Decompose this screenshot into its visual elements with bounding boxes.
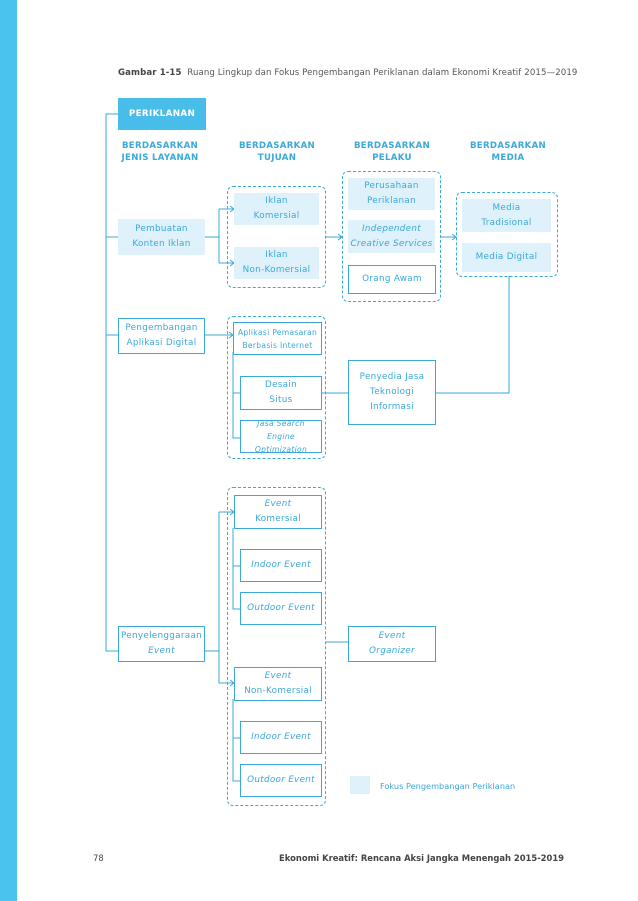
node-line: Komersial <box>253 211 300 221</box>
node-perusahaan-periklanan: Perusahaan Periklanan <box>348 178 435 210</box>
node-line: Outdoor Event <box>247 603 315 613</box>
node-line: Non-Komersial <box>244 686 312 696</box>
node-iklan-komersial: Iklan Komersial <box>234 193 319 225</box>
node-line: Media Digital <box>475 252 538 262</box>
legend-swatch <box>350 776 370 794</box>
node-line: Komersial <box>255 514 301 524</box>
header-line: BERDASARKAN <box>121 141 199 151</box>
root-periklanan: PERIKLANAN <box>118 98 206 130</box>
node-indoor-event-komersial: Indoor Event <box>240 549 322 582</box>
node-penyedia-jasa-ti: Penyedia Jasa Teknologi Informasi <box>348 360 436 425</box>
node-line: Aplikasi Pemasaran <box>237 327 318 337</box>
figure-label: Gambar 1-15 <box>118 68 182 78</box>
header-line: BERDASARKAN <box>238 141 316 151</box>
header-media: BERDASARKAN MEDIA <box>458 140 558 164</box>
node-independent-creative-services: Independent Creative Services <box>348 220 435 253</box>
node-line: Informasi <box>370 402 414 412</box>
page-sidebar-stripe <box>0 0 17 901</box>
node-line: Non-Komersial <box>242 265 311 275</box>
node-line: Media <box>492 202 521 213</box>
group-media <box>456 192 558 277</box>
node-line: Event <box>148 646 175 656</box>
node-pembuatan-konten: Pembuatan Konten Iklan <box>118 219 205 255</box>
node-line: Situs <box>269 395 293 405</box>
header-line: MEDIA <box>491 153 525 163</box>
node-line: Tradisional <box>481 217 532 228</box>
node-line: Iklan <box>265 196 288 206</box>
node-line: Jasa Search <box>257 419 305 428</box>
node-line: Outdoor Event <box>247 775 315 785</box>
node-aplikasi-pemasaran: Aplikasi Pemasaran Berbasis Internet <box>233 322 322 355</box>
node-line: Teknologi <box>370 387 414 397</box>
header-line: JENIS LAYANAN <box>121 153 199 163</box>
header-line: PELAKU <box>372 153 412 163</box>
figure-caption: Gambar 1-15 Ruang Lingkup dan Fokus Peng… <box>118 68 578 78</box>
group-event <box>227 487 326 806</box>
node-line: Perusahaan <box>364 181 419 191</box>
group-iklan <box>227 186 326 288</box>
node-line: Penyelenggaraan <box>120 631 203 641</box>
node-desain-situs: Desain Situs <box>240 376 322 410</box>
header-line: BERDASARKAN <box>469 141 547 151</box>
header-line: TUJUAN <box>257 153 297 163</box>
node-line: Event <box>264 499 292 509</box>
node-line: Pengembangan <box>125 323 198 333</box>
page-number: 78 <box>93 853 104 863</box>
header-pelaku: BERDASARKAN PELAKU <box>342 140 442 164</box>
node-line: Aplikasi Digital <box>126 338 197 348</box>
node-line: Event <box>378 631 406 641</box>
node-line: Desain <box>265 380 297 390</box>
node-line: Iklan <box>265 250 288 260</box>
node-line: Independent <box>361 223 422 234</box>
node-line: Organizer <box>369 646 415 656</box>
figure-title: Ruang Lingkup dan Fokus Pengembangan Per… <box>187 68 578 78</box>
node-iklan-nonkomersial: Iklan Non-Komersial <box>234 247 319 279</box>
node-event-nonkomersial: Event Non-Komersial <box>234 667 322 701</box>
node-line: Indoor Event <box>251 560 311 570</box>
node-line: Indoor Event <box>251 732 311 742</box>
node-event-komersial: Event Komersial <box>234 495 322 529</box>
group-pelaku <box>342 171 441 302</box>
node-line: Berbasis Internet <box>242 340 313 350</box>
group-aplikasi <box>227 316 326 459</box>
node-media-tradisional: Media Tradisional <box>462 199 551 232</box>
node-media-digital: Media Digital <box>462 243 551 272</box>
node-jasa-seo: Jasa Search Engine Optimization <box>240 419 322 454</box>
node-orang-awam: Orang Awam <box>348 265 436 294</box>
node-line: Engine Optimization <box>254 432 308 454</box>
header-jenis-layanan: BERDASARKAN JENIS LAYANAN <box>110 140 210 164</box>
node-line: Konten Iklan <box>132 239 191 249</box>
node-pengembangan-aplikasi: Pengembangan Aplikasi Digital <box>118 318 205 354</box>
node-line: Pembuatan <box>135 224 188 234</box>
header-line: BERDASARKAN <box>353 141 431 151</box>
node-line: Creative Services <box>350 238 433 249</box>
running-footer-title: Ekonomi Kreatif: Rencana Aksi Jangka Men… <box>279 853 564 863</box>
node-outdoor-event-komersial: Outdoor Event <box>240 592 322 625</box>
node-line: Orang Awam <box>362 274 422 284</box>
node-line: Penyedia Jasa <box>359 372 425 382</box>
node-line: Event <box>264 671 292 681</box>
node-outdoor-event-nonkomersial: Outdoor Event <box>240 764 322 797</box>
root-label: PERIKLANAN <box>128 108 196 119</box>
node-penyelenggaraan-event: Penyelenggaraan Event <box>118 626 205 662</box>
legend-label: Fokus Pengembangan Periklanan <box>380 781 516 791</box>
node-event-organizer: Event Organizer <box>348 626 436 662</box>
node-indoor-event-nonkomersial: Indoor Event <box>240 721 322 754</box>
node-line: Periklanan <box>367 196 416 206</box>
header-tujuan: BERDASARKAN TUJUAN <box>227 140 327 164</box>
